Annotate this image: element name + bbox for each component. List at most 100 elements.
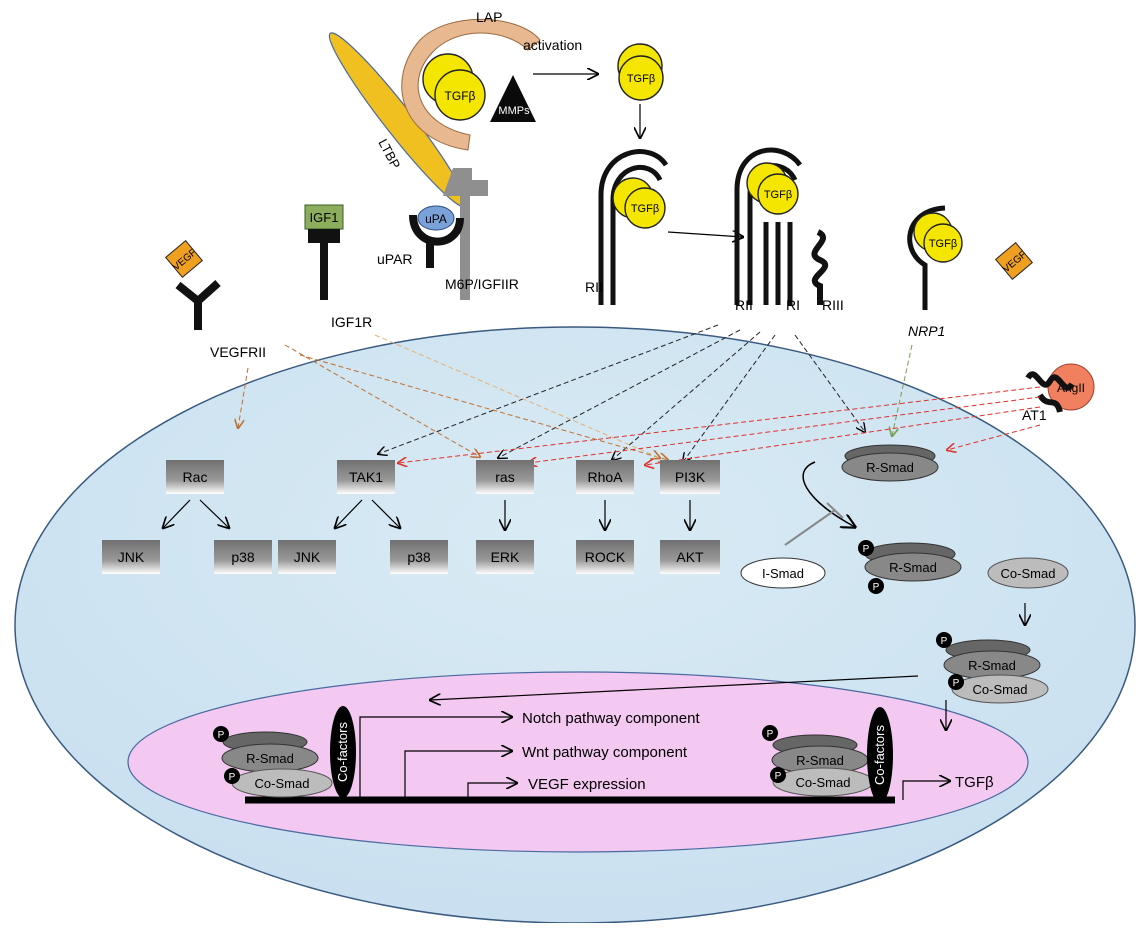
complex-right-phospho-label-1: P: [941, 636, 948, 647]
complex-right-phospho-1: [936, 632, 952, 648]
vegfrii-label: VEGFRII: [210, 344, 266, 360]
tgfb-circle-front: [434, 69, 486, 121]
complex-right-phospho-label-2: P: [953, 678, 960, 689]
ismad: [740, 557, 826, 589]
dash-rii-to-ras: [498, 329, 741, 458]
p38-box-1: [214, 540, 272, 574]
rii-tgfb-front: [624, 187, 666, 229]
rii-tgfb-label: TGFβ: [631, 203, 659, 215]
dash-at1-to-tak1: [398, 386, 1041, 463]
nrp1-label: NRP1: [908, 323, 945, 339]
nuc-right-phospho-2: [770, 767, 786, 783]
jnk-box-2: [278, 540, 336, 574]
free-tgfb-circle-front: [618, 55, 664, 101]
nuc-left-rsmad-label: R-Smad: [246, 751, 294, 766]
nuc-left-phospho-1: [213, 726, 229, 742]
tgfb-gene-label: TGFβ: [955, 774, 994, 791]
phospho-1: [858, 540, 874, 556]
m6p-igfiir-receptor: [443, 168, 488, 300]
tgfb-gene-arrow: [902, 781, 950, 800]
rii-label-complex: RII: [735, 297, 753, 313]
tak1-to-p38-arrow: [371, 499, 400, 528]
rsmad-unphos-label: R-Smad: [866, 460, 914, 475]
mmps-label: MMPs: [498, 105, 530, 117]
ismad-inhibition-line: [784, 509, 836, 546]
rsmad-phos-label: R-Smad: [889, 560, 937, 575]
dash-at1-to-pi3k: [645, 406, 1041, 465]
vegf-ligand-right: [994, 241, 1034, 281]
nuc-left-cofactors: [330, 706, 356, 798]
dash-rii-to-rhoa: [612, 331, 761, 460]
m6p-igfiir-label: M6P/IGFIIR: [445, 276, 519, 292]
dash-vegfr-to-rac: [238, 367, 249, 428]
erk-box: [476, 540, 534, 574]
activation-label: activation: [523, 37, 582, 53]
complex-right-cosmad-label: Co-Smad: [973, 682, 1028, 697]
nucleus: [127, 671, 1029, 853]
lap-label: LAP: [476, 9, 502, 25]
dash-at1-to-ras: [528, 396, 1041, 463]
ras-label: ras: [495, 469, 514, 485]
tak1-to-jnk-arrow: [335, 499, 363, 528]
wnt-gene-arrow: [404, 751, 512, 800]
nuc-right-cofactors-label: Co-factors: [872, 725, 887, 785]
complex-right-phospho-2: [948, 674, 964, 690]
p38-label-1: p38: [231, 549, 255, 565]
igf1-label: IGF1: [310, 210, 339, 225]
tgfb-label-latent: TGFβ: [445, 89, 476, 103]
nuc-left-phospho-label-2: P: [229, 772, 236, 783]
p38-label-2: p38: [407, 549, 431, 565]
at1-label: AT1: [1022, 407, 1047, 423]
vegf-gene-arrow: [467, 783, 517, 800]
akt-label: AKT: [676, 549, 704, 565]
complex-right-cosmad: [951, 674, 1049, 704]
ri-label: RI: [786, 297, 800, 313]
rhoa-label: RhoA: [587, 469, 623, 485]
erk-label: ERK: [491, 549, 520, 565]
akt-box: [660, 540, 720, 574]
complex-right-rsmad-label: R-Smad: [968, 658, 1016, 673]
igf1-ligand: [304, 204, 344, 230]
mmps-triangle: [490, 75, 536, 122]
pi3k-box: [660, 460, 720, 494]
rii-label-left: RII: [585, 279, 603, 295]
notch-gene-arrow: [359, 717, 512, 800]
vegfrii-receptor: [175, 280, 221, 330]
pi3k-label: PI3K: [675, 469, 706, 485]
nuc-right-phospho-label-2: P: [775, 771, 782, 782]
ras-box: [476, 460, 534, 494]
rac-label: Rac: [183, 469, 208, 485]
notch-label: Notch pathway component: [522, 710, 700, 727]
nuc-right-rsmad-label: R-Smad: [796, 753, 844, 768]
nuc-left-phospho-label-1: P: [218, 730, 225, 741]
jnk-label-1: JNK: [118, 549, 145, 565]
ismad-label: I-Smad: [762, 566, 804, 581]
nrp1-tgfb-front: [923, 223, 963, 263]
dash-rii-to-rsmad: [794, 334, 865, 432]
rac-to-jnk-arrow: [163, 499, 191, 528]
rac-box: [166, 460, 224, 494]
nrp1-receptor: [907, 205, 946, 310]
tak1-box: [337, 460, 395, 494]
complex-tgfb-front: [757, 173, 799, 215]
jnk-label-2: JNK: [294, 549, 321, 565]
wnt-label: Wnt pathway component: [522, 744, 688, 761]
cosmad-free: [987, 557, 1069, 589]
nuc-right-cofactors: [867, 707, 893, 803]
upar-label: uPAR: [377, 251, 413, 267]
vegf-expression-label: VEGF expression: [528, 776, 646, 793]
nuc-left-cosmad-label: Co-Smad: [255, 776, 310, 791]
nrp1-tgfb-label: TGFβ: [929, 238, 957, 250]
nuc-left-cofactors-label: Co-factors: [335, 722, 350, 782]
rock-box: [576, 540, 634, 574]
riii-label: RIII: [822, 297, 844, 313]
dash-rii-to-tak1: [378, 324, 719, 454]
complex-to-nucleus-left-arrow: [430, 675, 919, 700]
riii-receptor: [811, 229, 829, 305]
tak1-label: TAK1: [349, 469, 383, 485]
dash-at1-to-rsmad: [947, 424, 1041, 450]
igf1r-head: [308, 229, 340, 243]
at1-receptor: [1025, 371, 1075, 413]
vegf-ligand-left: [164, 239, 204, 279]
